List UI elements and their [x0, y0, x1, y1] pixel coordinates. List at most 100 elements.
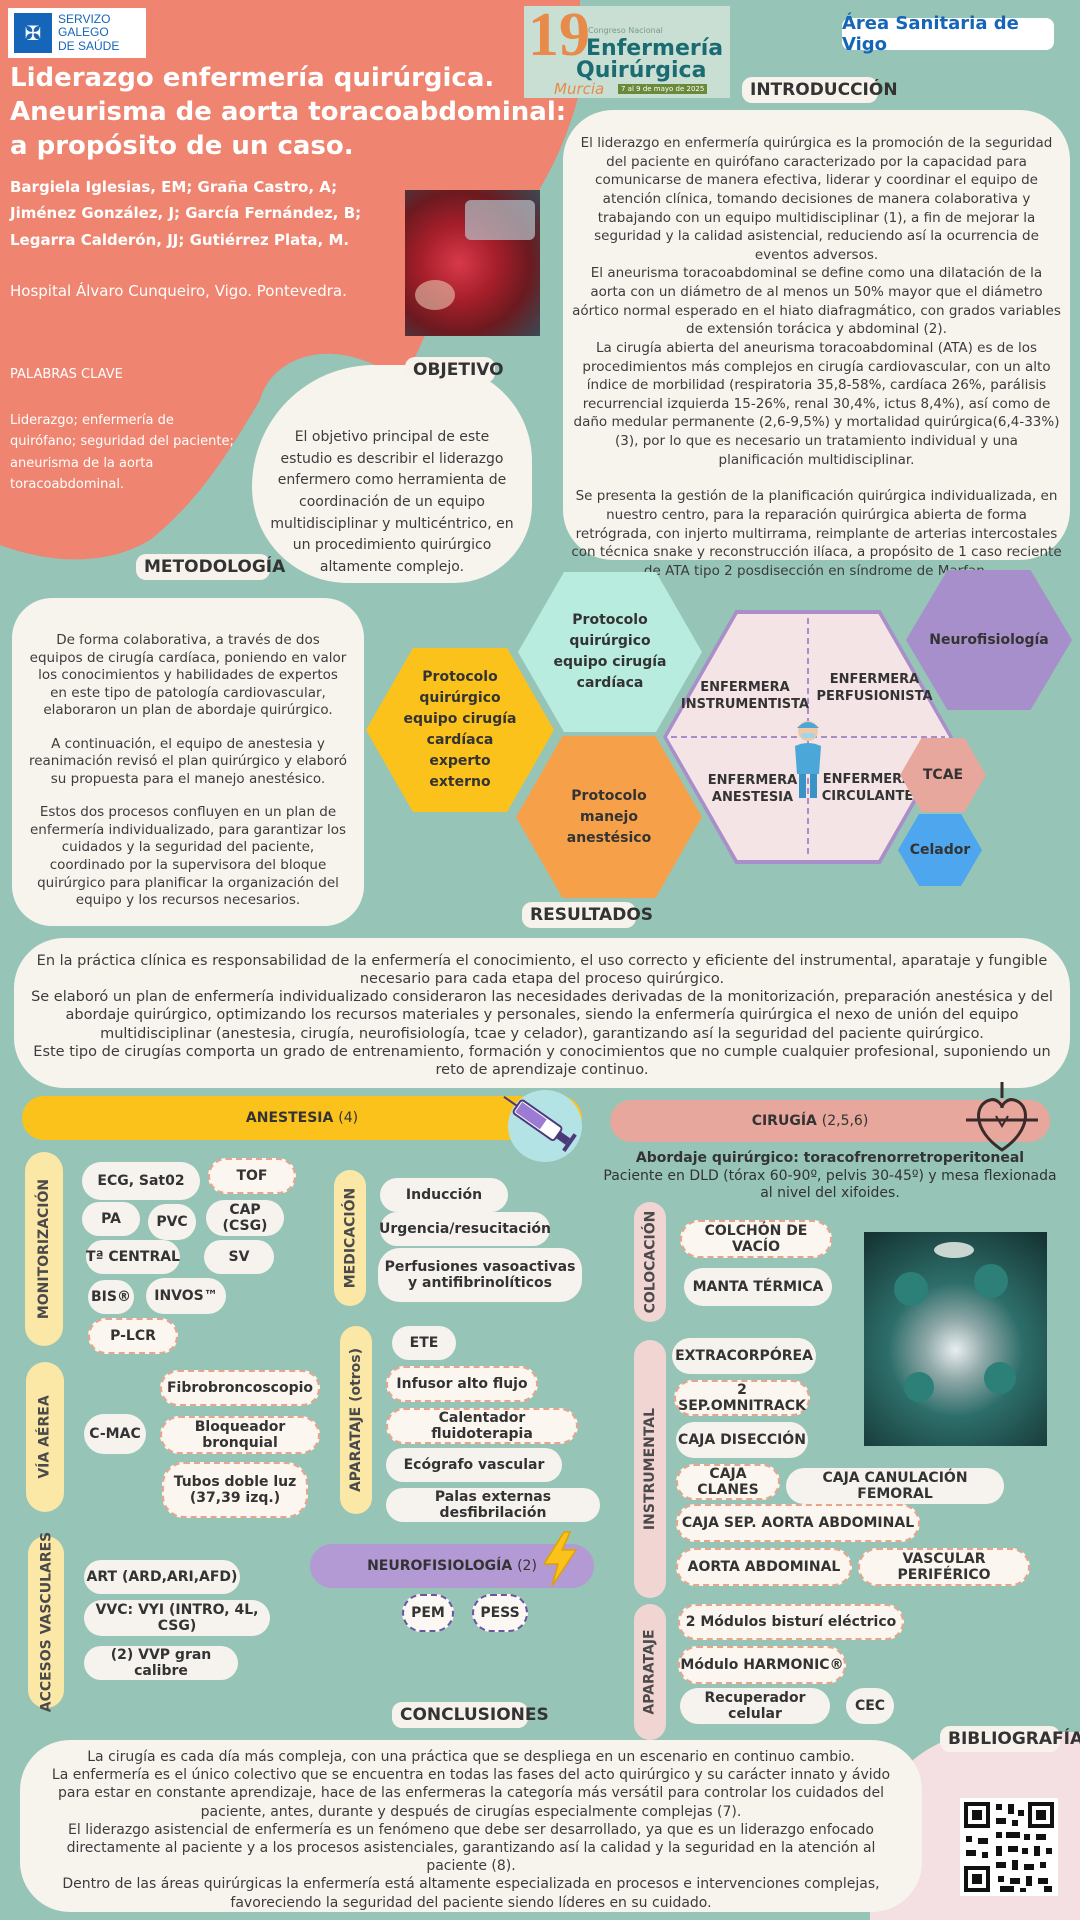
surgery-photo	[405, 190, 540, 336]
hex-protocolo-experto: Protocolo quirúrgico equipo cirugía card…	[366, 648, 554, 812]
bibliografia-qr-code[interactable]	[960, 1798, 1058, 1896]
salmon-background	[0, 0, 580, 560]
pill-art: ART (ARD,ARI,AFD)	[84, 1560, 240, 1594]
pill-bisturi: 2 Módulos bisturí eléctrico	[678, 1604, 904, 1640]
congress-kicker: Congreso Nacional	[588, 26, 663, 35]
pill-ete: ETE	[392, 1326, 456, 1360]
anestesia-banner: ANESTESIA (4)	[22, 1096, 582, 1140]
pill-extracorporea: EXTRACORPÓREA	[672, 1338, 816, 1374]
aparataje-otros-label: APARATAJE (otros)	[340, 1326, 372, 1514]
sergas-logo: ✠ SERVIZO GALEGO DE SAÚDE	[8, 8, 146, 58]
monitorizacion-label: MONITORIZACIÓN	[25, 1152, 63, 1346]
objetivo-text: El objetivo principal de este estudio es…	[270, 429, 514, 576]
pill-pess: PESS	[472, 1594, 528, 1632]
resultados-p1: En la práctica clínica es responsabilida…	[36, 953, 1048, 988]
role-anestesia: ENFERMERA ANESTESIA	[707, 773, 798, 805]
pill-caja-clanes: CAJA CLANES	[676, 1464, 780, 1500]
metodologia-panel: De forma colaborativa, a través de dos e…	[12, 598, 364, 926]
congress-line1: Enfermería	[586, 36, 724, 61]
hex-dividers	[671, 618, 945, 856]
conclusiones-p3: El liderazgo asistencial de enfermería e…	[66, 1821, 876, 1875]
area-badge: Área Sanitaria de Vigo	[842, 13, 1054, 55]
intro-p4: Se presenta la gestión de la planificaci…	[571, 488, 1062, 579]
pill-pvc: PVC	[148, 1204, 196, 1240]
pill-invos: INVOS™	[146, 1278, 226, 1314]
intro-p2: El aneurisma toracoabdominal se define c…	[572, 265, 1061, 338]
role-circulante: ENFERMERA CIRCULANTE	[821, 772, 914, 804]
accesos-label: ACCESOS VASCULARES	[28, 1532, 64, 1712]
pill-pem: PEM	[402, 1594, 454, 1632]
pill-caja-sep-aorta: CAJA SEP. AORTA ABDOMINAL	[676, 1504, 920, 1542]
via-aerea-label: VÍA AÉREA	[26, 1362, 64, 1512]
aparataje-label: APARATAJE	[634, 1604, 666, 1740]
introduccion-panel: El liderazgo en enfermería quirúrgica es…	[563, 110, 1070, 579]
pill-sv: SV	[204, 1240, 274, 1274]
pill-aorta-abdominal: AORTA ABDOMINAL	[676, 1548, 852, 1586]
conclusiones-panel: La cirugía es cada día más compleja, con…	[20, 1740, 922, 1912]
metodologia-heading: METODOLOGÍA	[136, 554, 285, 580]
congress-logo: 19 Congreso Nacional Enfermería Quirúrgi…	[524, 6, 730, 98]
pill-omnitrack: 2 SEP.OMNITRACK	[674, 1380, 810, 1416]
medicacion-label: MEDICACIÓN	[334, 1170, 366, 1306]
pill-caja-canulacion: CAJA CANULACIÓN FEMORAL	[786, 1468, 1004, 1504]
objetivo-panel: El objetivo principal de este estudio es…	[252, 365, 532, 583]
pill-recuperador: Recuperador celular	[680, 1688, 830, 1724]
pill-fibrobroncoscopio: Fibrobroncoscopio	[160, 1370, 320, 1406]
pill-cmac: C-MAC	[84, 1414, 146, 1454]
role-instrumentista: ENFERMERA INSTRUMENTISTA	[680, 680, 810, 712]
bibliografia-heading: BIBLIOGRAFÍA	[940, 1726, 1080, 1752]
resultados-p2: Se elaboró un plan de enfermería individ…	[31, 989, 1053, 1042]
pill-tubos: Tubos doble luz (37,39 izq.)	[162, 1462, 308, 1518]
cirugia-title: CIRUGÍA	[751, 1113, 817, 1129]
pill-vvc: VVC: VYI (INTRO, 4L, CSG)	[84, 1600, 270, 1636]
pill-ecografo: Ecógrafo vascular	[386, 1448, 562, 1482]
colocacion-label: COLOCACIÓN	[634, 1202, 666, 1322]
conclusiones-p2: La enfermería es el único colectivo que …	[51, 1767, 891, 1820]
pill-plcr: P-LCR	[88, 1318, 178, 1354]
heart-surgery-icon	[966, 1082, 1038, 1152]
hex-protocolo-anestesico: Protocolo manejo anestésico	[516, 736, 702, 898]
cirugia-abordaje: Abordaje quirúrgico: toracofrenorretrope…	[635, 1150, 1025, 1166]
nurse-icon	[795, 721, 821, 798]
hex-celador: Celador	[898, 814, 982, 886]
anestesia-ref: (4)	[338, 1110, 359, 1126]
congress-number: 19	[528, 6, 590, 69]
metodologia-p2: A continuación, el equipo de anestesia y…	[28, 735, 348, 787]
sergas-logo-text: SERVIZO GALEGO DE SAÚDE	[58, 12, 120, 53]
anestesia-title: ANESTESIA	[245, 1110, 334, 1126]
syringe-icon	[503, 1095, 577, 1152]
cirugia-posicion: Paciente en DLD (tórax 60-90º, pelvis 30…	[603, 1167, 1057, 1202]
pill-temperatura: Tª CENTRAL	[86, 1240, 180, 1274]
conclusiones-heading: CONCLUSIONES	[392, 1702, 549, 1728]
pill-vascular-periferico: VASCULAR PERIFÉRICO	[858, 1548, 1030, 1586]
pill-bloqueador: Bloqueador bronquial	[160, 1416, 320, 1454]
cirugia-abordaje-block: Abordaje quirúrgico: toracofrenorretrope…	[600, 1150, 1060, 1203]
pill-pa: PA	[82, 1202, 140, 1236]
congress-dates: 7 al 9 de mayo de 2025	[618, 84, 708, 94]
pill-vvp: (2) VVP gran calibre	[84, 1646, 238, 1680]
pill-calentador: Calentador fluidoterapia	[386, 1408, 578, 1444]
resultados-panel: En la práctica clínica es responsabilida…	[14, 938, 1070, 1088]
neurofisiologia-title: NEUROFISIOLOGÍA	[367, 1558, 513, 1574]
pill-cap: CAP (CSG)	[206, 1200, 284, 1236]
pill-ecg: ECG, Sat02	[82, 1162, 200, 1200]
poster-title: Liderazgo enfermería quirúrgica. Aneuris…	[10, 63, 567, 161]
conclusiones-p1: La cirugía es cada día más compleja, con…	[87, 1749, 855, 1765]
role-perfusionista: ENFERMERA PERFUSIONISTA	[816, 672, 933, 704]
congress-line2: Quirúrgica	[576, 58, 707, 83]
cirugia-ref: (2,5,6)	[821, 1113, 869, 1129]
pill-colchon: COLCHÓN DE VACÍO	[680, 1220, 832, 1258]
pill-bis: BIS®	[88, 1280, 134, 1314]
lightning-icon	[542, 1531, 578, 1587]
pill-harmonic: Módulo HARMONIC®	[678, 1646, 846, 1684]
metodologia-p3: Estos dos procesos confluyen en un plan …	[29, 804, 347, 909]
neurofisiologia-banner: NEUROFISIOLOGÍA (2)	[310, 1544, 594, 1588]
authors: Bargiela Iglesias, EM; Graña Castro, A; …	[10, 178, 362, 249]
sergas-emblem-icon: ✠	[14, 13, 52, 53]
pill-caja-diseccion: CAJA DISECCIÓN	[676, 1422, 808, 1458]
pill-manta: MANTA TÉRMICA	[684, 1268, 832, 1306]
introduccion-heading: INTRODUCCIÓN	[742, 77, 898, 103]
metodologia-p1: De forma colaborativa, a través de dos e…	[29, 632, 347, 719]
pill-cec: CEC	[846, 1688, 894, 1724]
congress-city: Murcia	[554, 80, 605, 98]
